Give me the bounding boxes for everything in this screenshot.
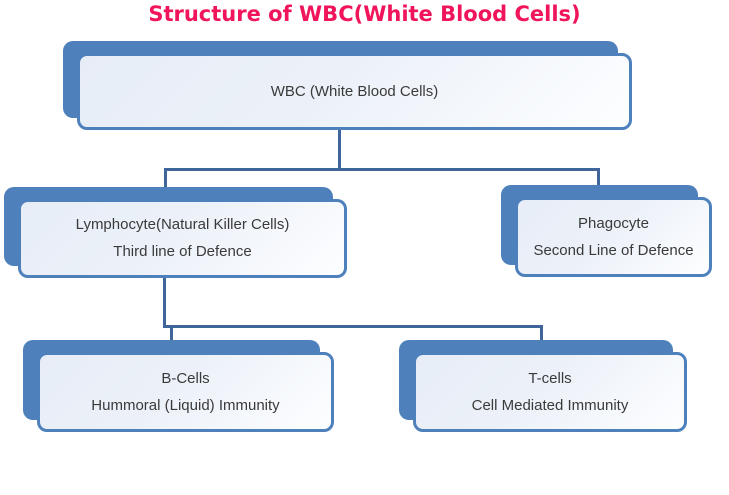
node-wbc: WBC (White Blood Cells): [63, 41, 632, 130]
node-bcells-line1: B-Cells: [161, 369, 210, 387]
node-lymphocyte-line1: Lymphocyte(Natural Killer Cells): [75, 216, 290, 233]
node-lymphocyte: Lymphocyte(Natural Killer Cells) Third l…: [4, 187, 347, 278]
node-phagocyte-line1: Phagocyte: [578, 214, 649, 232]
connector-tcells-stub: [540, 325, 543, 342]
node-tcells: T-cells Cell Mediated Immunity: [399, 340, 687, 432]
node-bcells-box: B-Cells Hummoral (Liquid) Immunity: [37, 352, 334, 432]
node-phagocyte-box: Phagocyte Second Line of Defence: [515, 197, 712, 277]
connector-bcells-stub: [170, 325, 173, 342]
node-tcells-box: T-cells Cell Mediated Immunity: [413, 352, 687, 432]
connector-phagocyte-stub: [597, 168, 600, 188]
node-lymphocyte-line2: Third line of Defence: [113, 243, 252, 260]
diagram-title: Structure of WBC(White Blood Cells): [148, 2, 581, 26]
node-phagocyte: Phagocyte Second Line of Defence: [501, 185, 712, 277]
node-wbc-box: WBC (White Blood Cells): [77, 53, 632, 130]
connector-level2-horizontal: [163, 325, 543, 328]
node-lymphocyte-box: Lymphocyte(Natural Killer Cells) Third l…: [18, 199, 347, 278]
node-phagocyte-line2: Second Line of Defence: [533, 241, 694, 259]
connector-lymphocyte-down: [163, 278, 166, 328]
node-wbc-label: WBC (White Blood Cells): [270, 82, 439, 100]
connector-lymphocyte-stub: [164, 168, 167, 189]
connector-wbc-down: [338, 130, 341, 170]
node-bcells: B-Cells Hummoral (Liquid) Immunity: [23, 340, 334, 432]
node-tcells-line2: Cell Mediated Immunity: [471, 396, 629, 414]
node-tcells-line1: T-cells: [528, 369, 572, 387]
connector-level1-horizontal: [164, 168, 600, 171]
node-bcells-line2: Hummoral (Liquid) Immunity: [91, 396, 280, 414]
